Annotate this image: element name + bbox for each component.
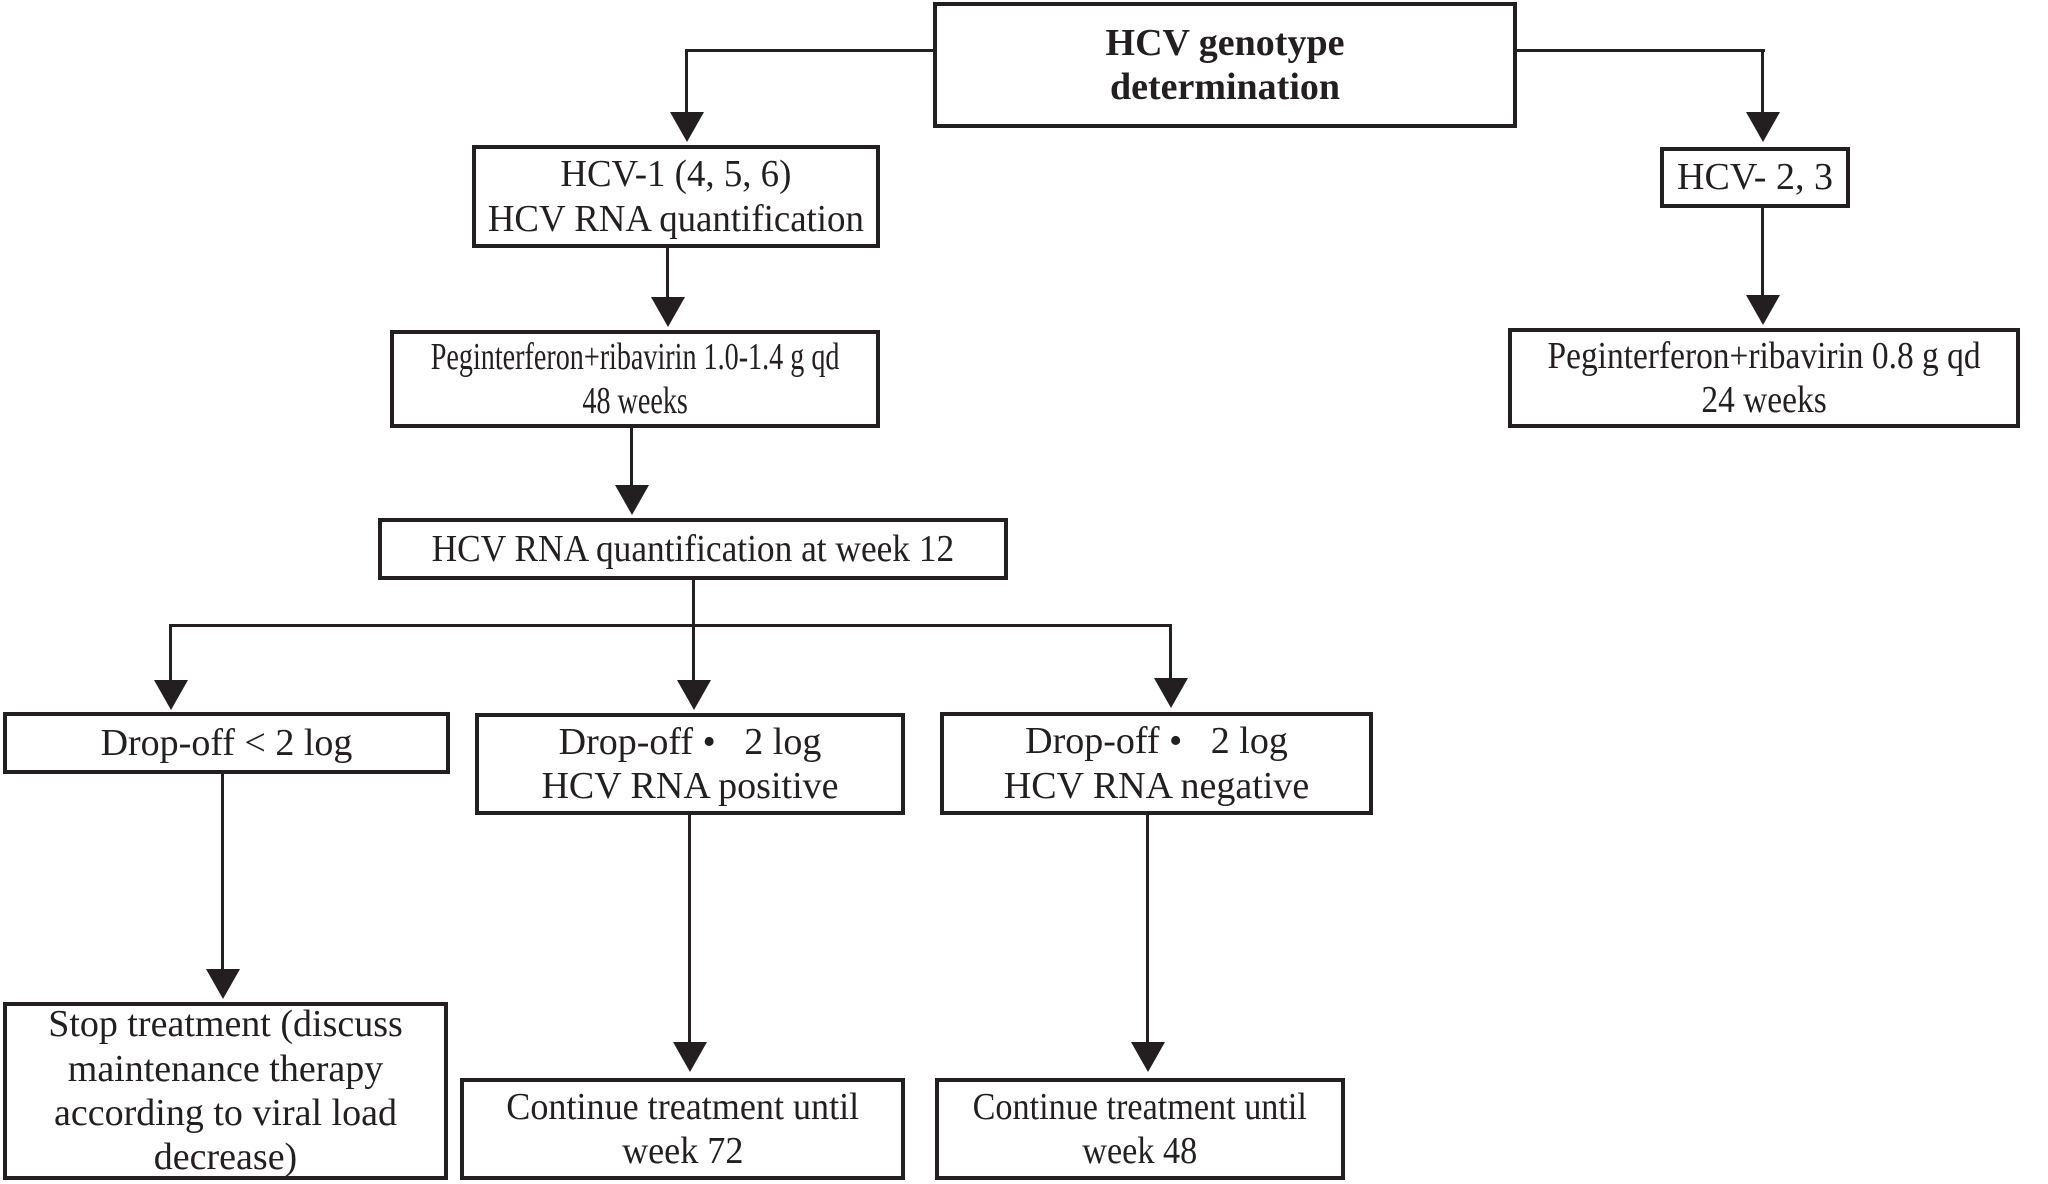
connector-genotype-to-hcv23-horizontal (1515, 49, 1765, 52)
arrowhead-down-icon (651, 297, 685, 327)
node-continue-treatment-week-72: Continue treatment until week 72 (460, 1078, 905, 1180)
connector-droppos-to-cont72 (688, 815, 691, 1043)
connector-genotype-to-hcv23-vertical (1761, 49, 1764, 115)
node-label: HCV RNA quantification at week 12 (431, 527, 955, 570)
node-label: HCV- 2, 3 (1677, 156, 1833, 199)
connector-hcv1-to-peg48 (666, 248, 669, 300)
node-label: HCV genotype determination (1105, 21, 1345, 108)
node-label: Continue treatment until week 72 (506, 1085, 859, 1172)
node-hcv-rna-quantification-week-12: HCV RNA quantification at week 12 (378, 518, 1008, 580)
connector-branch-to-dropless (169, 624, 172, 682)
node-continue-treatment-week-48: Continue treatment until week 48 (935, 1078, 1345, 1180)
node-stop-treatment: Stop treatment (discuss maintenance ther… (3, 1002, 448, 1180)
node-label: Stop treatment (discuss maintenance ther… (48, 1003, 403, 1179)
connector-dropless-to-stop (221, 774, 224, 972)
arrowhead-down-icon (615, 485, 649, 515)
connector-hcv23-to-peg24 (1761, 208, 1764, 298)
node-hcv-genotype-determination: HCV genotype determination (933, 2, 1517, 128)
arrowhead-down-icon (154, 680, 188, 710)
node-label: Peginterferon+ribavirin 1.0-1.4 g qd 48 … (430, 335, 840, 422)
connector-week12-to-branch-and-droppos (692, 580, 695, 681)
connector-genotype-to-hcv1-vertical (685, 49, 688, 115)
node-drop-off-2-log-rna-negative: Drop-off • 2 log HCV RNA negative (940, 712, 1373, 815)
arrowhead-down-icon (1131, 1042, 1165, 1072)
connector-dropneg-to-cont48 (1146, 815, 1149, 1043)
node-label: Continue treatment until week 48 (972, 1085, 1308, 1172)
connector-branch-to-dropneg (1169, 624, 1172, 681)
arrowhead-down-icon (677, 680, 711, 710)
node-peginterferon-ribavirin-48-weeks: Peginterferon+ribavirin 1.0-1.4 g qd 48 … (390, 330, 880, 428)
arrowhead-down-icon (1154, 678, 1188, 708)
node-label: HCV-1 (4, 5, 6) HCV RNA quantification (487, 153, 865, 240)
node-hcv-2-3: HCV- 2, 3 (1660, 147, 1850, 208)
arrowhead-down-icon (1746, 295, 1780, 325)
node-label: Drop-off • 2 log HCV RNA negative (1003, 720, 1310, 807)
node-label: Drop-off • 2 log HCV RNA positive (541, 720, 839, 807)
node-drop-off-2-log-rna-positive: Drop-off • 2 log HCV RNA positive (475, 713, 905, 815)
arrowhead-down-icon (206, 969, 240, 999)
arrowhead-down-icon (1746, 112, 1780, 142)
node-label: Drop-off < 2 log (100, 721, 353, 764)
node-drop-off-less-than-2-log: Drop-off < 2 log (3, 712, 450, 774)
arrowhead-down-icon (670, 112, 704, 142)
node-hcv1-rna-quantification: HCV-1 (4, 5, 6) HCV RNA quantification (472, 145, 880, 248)
node-peginterferon-ribavirin-24-weeks: Peginterferon+ribavirin 0.8 g qd 24 week… (1508, 328, 2020, 428)
connector-genotype-to-hcv1-horizontal (687, 49, 935, 52)
connector-peg48-to-week12 (630, 428, 633, 488)
node-label: Peginterferon+ribavirin 0.8 g qd 24 week… (1547, 334, 1981, 421)
arrowhead-down-icon (673, 1042, 707, 1072)
connector-branch-horizontal (170, 624, 1172, 627)
